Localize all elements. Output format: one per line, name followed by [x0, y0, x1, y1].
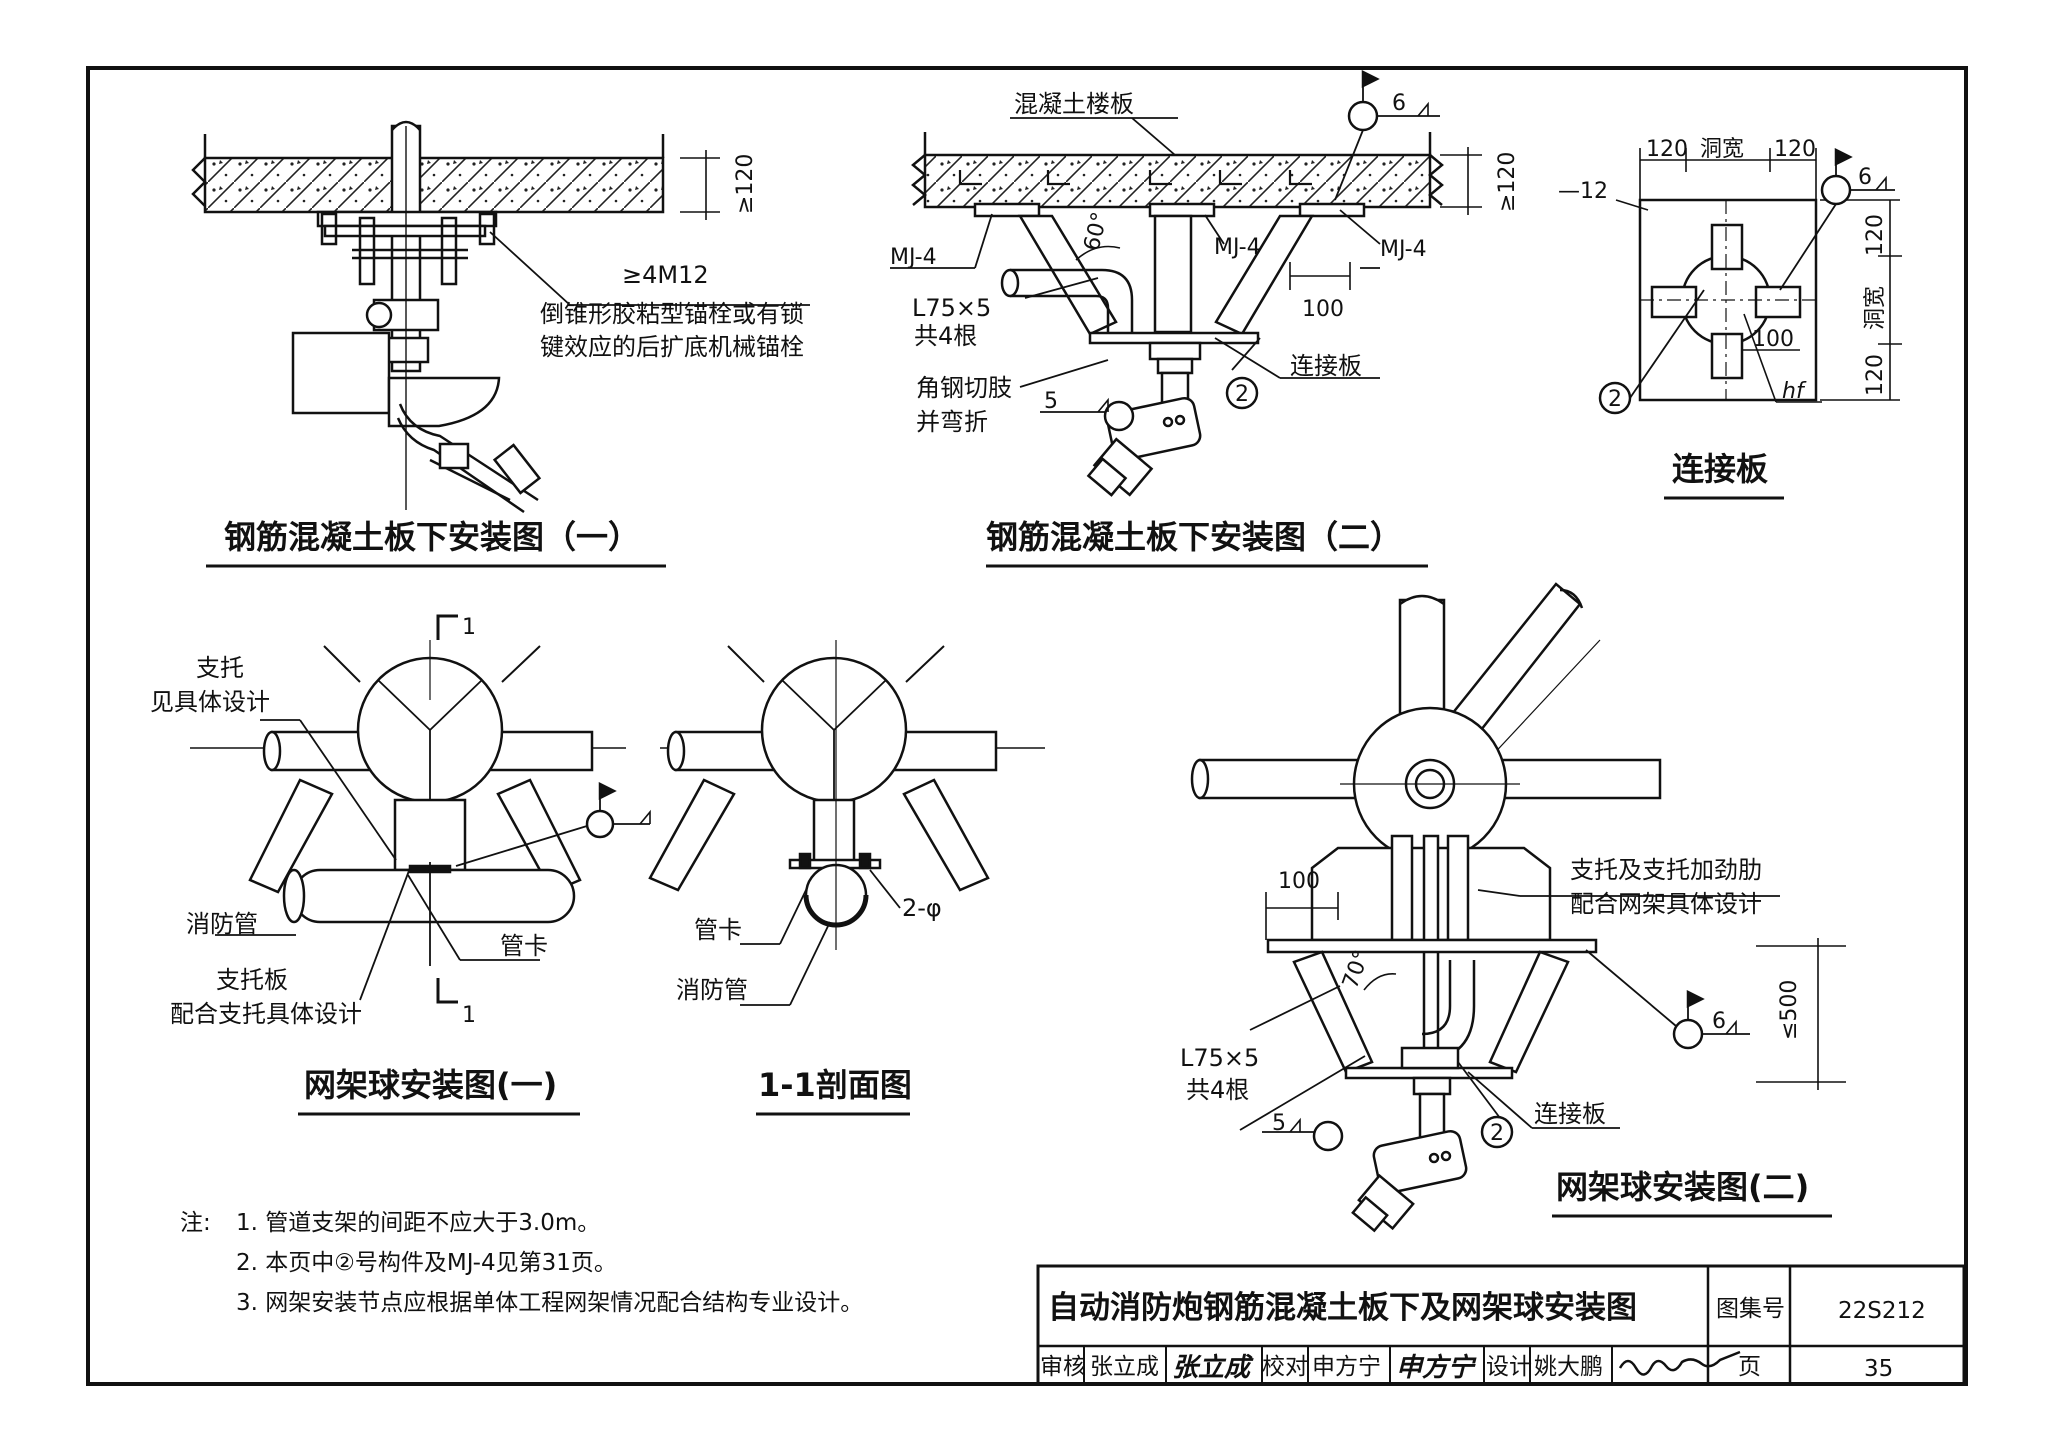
- sec-phi: 2-φ: [902, 894, 942, 922]
- fig3-drawing: [190, 614, 651, 1004]
- conn-part-2: 2: [1608, 387, 1622, 412]
- fig2-title: 钢筋混凝土板下安装图（二）: [986, 518, 1402, 556]
- sheet-border: [86, 66, 1968, 1386]
- fig2-dim-100: 100: [1302, 297, 1344, 322]
- conn-dim-120a: 120: [1646, 137, 1688, 162]
- fig4-count: 共4根: [1186, 1076, 1249, 1104]
- fig1-anchor-note-1: 倒锥形胶粘型锚栓或有锁: [540, 300, 804, 328]
- fig3-support-plate-1: 支托板: [216, 966, 288, 994]
- fig1-title: 钢筋混凝土板下安装图（一）: [224, 518, 640, 556]
- tb-review-signature: 张立成: [1172, 1353, 1254, 1383]
- fig2-part-2: 2: [1235, 382, 1249, 407]
- fig4-bracket-1: 支托及支托加劲肋: [1570, 856, 1762, 884]
- fig3-support-plate-2: 配合支托具体设计: [170, 1000, 362, 1028]
- conn-dim-120b: 120: [1774, 137, 1816, 162]
- fig2-angle-steel: L75×5: [912, 294, 991, 322]
- fig3-bracket-1: 支托: [196, 654, 244, 682]
- tb-page-no: 35: [1864, 1356, 1893, 1382]
- fig4-title: 网架球安装图(二): [1556, 1168, 1809, 1206]
- fig3-clamp: 管卡: [500, 932, 548, 960]
- fig4-weld-5: 5: [1272, 1111, 1286, 1136]
- fig1-drawing: [191, 120, 810, 514]
- conn-plate-drawing: [1598, 147, 1902, 415]
- fig2-mj4-mid: MJ-4: [1214, 235, 1261, 260]
- fig4-angle-steel: L75×5: [1180, 1044, 1259, 1072]
- tb-atlas-label: 图集号: [1716, 1296, 1785, 1322]
- fig3-section-1-bot: 1: [462, 1003, 476, 1028]
- tb-page-label: 页: [1738, 1354, 1761, 1380]
- fig1-anchor-note-2: 键效应的后扩底机械锚栓: [540, 333, 804, 361]
- fig1-anchor-count: ≥4M12: [622, 261, 709, 289]
- fig3-fire-pipe: 消防管: [186, 910, 258, 938]
- fig2-mj4-right: MJ-4: [1380, 237, 1427, 262]
- tb-atlas-no: 22S212: [1838, 1298, 1926, 1324]
- note-1: 1. 管道支架的间距不应大于3.0m。: [236, 1210, 600, 1236]
- tb-check-label: 校对: [1262, 1354, 1308, 1380]
- conn-weld-6: 6: [1858, 165, 1872, 190]
- fig4-angle-70: 70°: [1338, 947, 1375, 992]
- fig2-count: 共4根: [914, 322, 977, 350]
- fig3-section-1-top: 1: [462, 615, 476, 640]
- fig2-dim-120: ≥120: [1495, 152, 1520, 212]
- fig3-bracket-2: 见具体设计: [150, 688, 270, 716]
- title-block: [1036, 1264, 1966, 1386]
- sec-title: 1-1剖面图: [758, 1066, 912, 1104]
- conn-dim-120d: 120: [1863, 354, 1888, 396]
- conn-hole-width-v: 洞宽: [1863, 286, 1888, 330]
- tb-designer: 姚大鹏: [1534, 1354, 1603, 1380]
- fig4-dim-500: ≤500: [1777, 980, 1802, 1040]
- fig2-drawing: [890, 69, 1482, 497]
- fig2-plate-label: 连接板: [1290, 352, 1362, 380]
- conn-hf: hf: [1782, 379, 1807, 404]
- fig4-dim-100: 100: [1278, 869, 1320, 894]
- tb-checker: 申方宁: [1312, 1354, 1381, 1380]
- conn-dim-120c: 120: [1863, 214, 1888, 256]
- conn-thickness: —12: [1558, 179, 1608, 204]
- fig2-mj4-left: MJ-4: [890, 245, 937, 270]
- note-3: 3. 网架安装节点应根据单体工程网架情况配合结构专业设计。: [236, 1290, 863, 1316]
- fig2-cut-note-1: 角钢切肢: [916, 374, 1012, 402]
- tb-title: 自动消防炮钢筋混凝土板下及网架球安装图: [1048, 1290, 1637, 1326]
- fig2-weld-5: 5: [1044, 389, 1058, 414]
- fig4-plate-label: 连接板: [1534, 1100, 1606, 1128]
- fig2-weld-6: 6: [1392, 91, 1406, 116]
- conn-hole-width: 洞宽: [1700, 137, 1744, 162]
- tb-reviewer: 张立成: [1090, 1354, 1159, 1380]
- fig1-dim-120: ≥120: [733, 154, 758, 214]
- fig4-weld-6: 6: [1712, 1009, 1726, 1034]
- tb-check-signature: 申方宁: [1396, 1353, 1477, 1383]
- fig4-part-2: 2: [1490, 1121, 1504, 1146]
- tb-review-label: 审核: [1040, 1354, 1086, 1380]
- fig4-bracket-2: 配合网架具体设计: [1570, 890, 1762, 918]
- fig3-title: 网架球安装图(一): [304, 1066, 557, 1104]
- sec-fire-pipe: 消防管: [676, 976, 748, 1004]
- conn-title: 连接板: [1672, 450, 1768, 488]
- conn-dim-100: 100: [1752, 327, 1794, 352]
- fig2-slab-label: 混凝土楼板: [1014, 90, 1134, 118]
- note-2: 2. 本页中②号构件及MJ-4见第31页。: [236, 1250, 617, 1276]
- fig4-drawing: [1190, 582, 1846, 1233]
- tb-design-signature: [1618, 1350, 1741, 1376]
- fig2-cut-note-2: 并弯折: [916, 408, 988, 436]
- sec-drawing: [648, 640, 1045, 1006]
- sec-clamp: 管卡: [694, 916, 742, 944]
- tb-design-label: 设计: [1486, 1354, 1532, 1380]
- notes-head: 注:: [180, 1210, 211, 1236]
